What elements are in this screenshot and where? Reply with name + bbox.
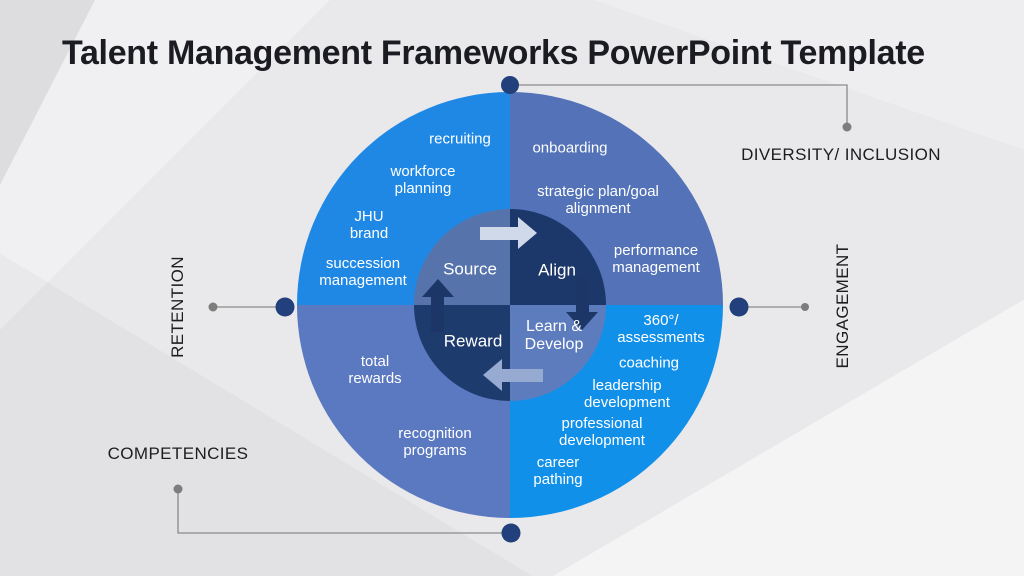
wheel-core-label-source: Source	[443, 259, 497, 279]
wheel-anchor-dot-top	[501, 76, 519, 94]
wheel-item-workforce-planning: workforce planning	[390, 163, 456, 197]
wheel-core-label-align: Align	[538, 260, 576, 280]
connector-endpoint-dot-diversity	[842, 122, 852, 132]
wheel-item-360-assessments: 360°/ assessments	[617, 312, 705, 346]
wheel-item-total-rewards: total rewards	[348, 353, 402, 387]
wheel-core-label-reward: Reward	[443, 331, 503, 351]
wheel-item-recruiting: recruiting	[429, 130, 491, 148]
wheel-anchor-dot-right	[729, 297, 749, 317]
callout-engagement: ENGAGEMENT	[833, 243, 852, 369]
connector-endpoint-dot-competencies	[173, 484, 183, 494]
wheel-item-onboarding: onboarding	[532, 139, 608, 157]
wheel-item-professional-development: professional development	[559, 415, 645, 449]
connectors	[177, 84, 848, 534]
wheel-item-recognition-programs: recognition programs	[398, 425, 472, 459]
wheel-anchor-dot-bottom	[501, 523, 521, 543]
wheel-item-succession-management: succession management	[319, 255, 407, 289]
slide-title: Talent Management Frameworks PowerPoint …	[62, 34, 925, 72]
callout-competencies: COMPETENCIES	[107, 444, 249, 463]
flow-arrow-up-icon	[422, 279, 454, 332]
wheel-item-strategic-plan-goal-alignment: strategic plan/goal alignment	[537, 183, 659, 217]
callout-retention: RETENTION	[168, 256, 187, 358]
connector-line-competencies	[177, 493, 511, 534]
flow-arrow-left-icon	[483, 359, 543, 391]
flow-arrow-down-icon	[566, 278, 598, 330]
connector-line-diversity	[510, 84, 848, 123]
wheel-item-career-pathing: career pathing	[533, 454, 583, 488]
wheel-item-leadership-development: leadership development	[584, 377, 670, 411]
flow-arrow-right-icon	[480, 217, 537, 249]
wheel-item-coaching: coaching	[618, 354, 680, 372]
wheel-anchor-dot-left	[275, 297, 295, 317]
wheel-core-label-learn-develop: Learn & Develop	[524, 317, 584, 353]
connector-endpoint-dot-engagement	[801, 303, 809, 311]
callout-diversity-inclusion: DIVERSITY/ INCLUSION	[741, 145, 941, 164]
wheel-item-jhu-brand: JHU brand	[349, 208, 389, 242]
wheel-item-performance-management: performance management	[612, 242, 700, 276]
connector-endpoint-dot-retention	[208, 302, 218, 312]
